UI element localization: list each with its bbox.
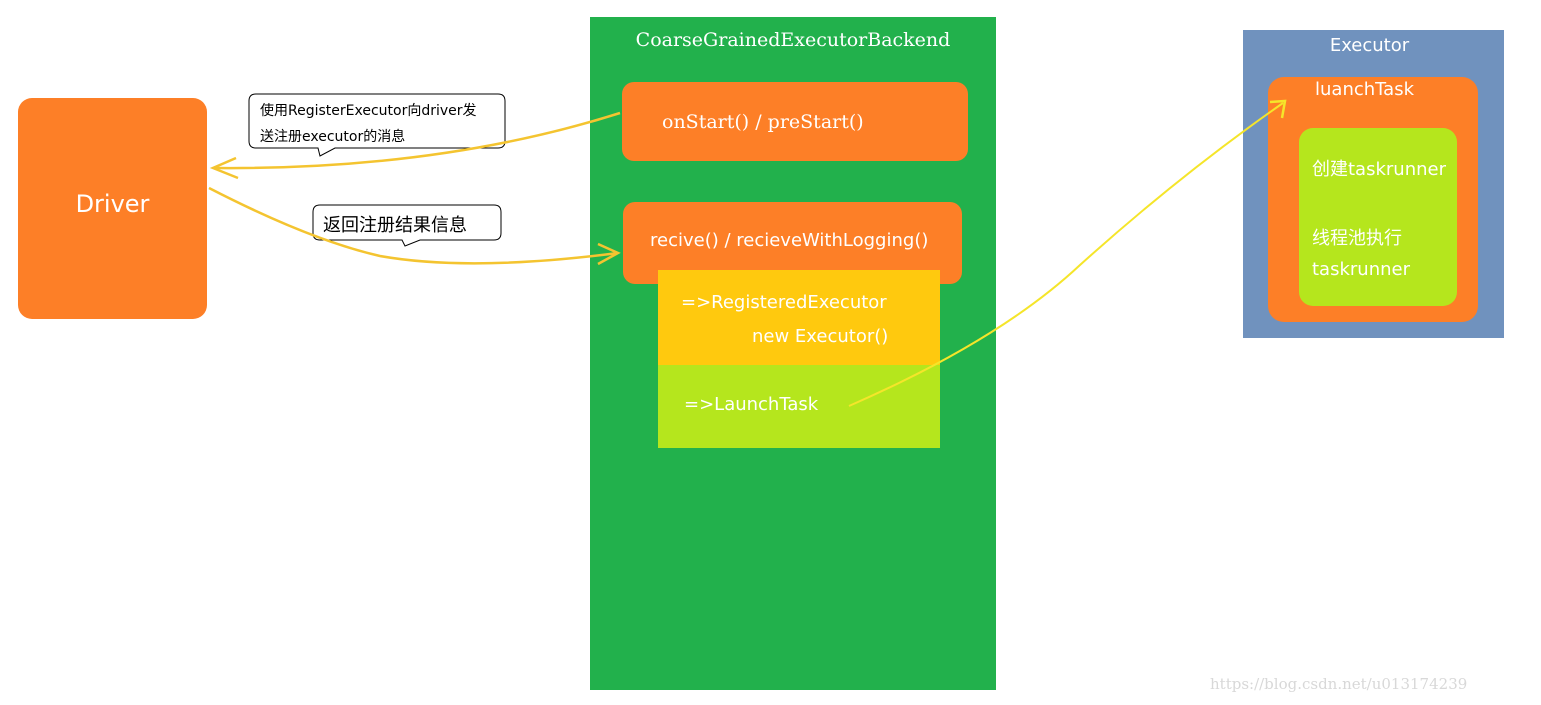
arrow-launch-head [1269,99,1287,119]
registered-executor-box: =>RegisteredExecutor new Executor() [658,270,940,365]
driver-label: Driver [75,189,150,218]
result-callout-label: 返回注册结果信息 [323,215,467,236]
arrow-register-to-driver [214,111,621,170]
luanch-task-title: luanchTask [1315,79,1414,100]
new-executor-label: new Executor() [752,326,889,347]
create-taskrunner-label: 创建taskrunner [1312,159,1446,180]
arrow-register-head [209,156,239,180]
watermark: https://blog.csdn.net/u013174239 [1210,675,1468,693]
taskrunner-box: 创建taskrunner 线程池执行 taskrunner [1299,128,1457,306]
launch-task-label: =>LaunchTask [684,394,819,415]
backend-title: CoarseGrainedExecutorBackend [635,29,951,51]
taskrunner-label: taskrunner [1312,259,1410,280]
executor-title: Executor [1329,35,1410,56]
register-callout: 使用RegisterExecutor向driver发 送注册executor的消… [260,98,477,150]
register-callout-line2: 送注册executor的消息 [260,129,406,145]
arrow-result-to-backend [208,186,619,265]
register-callout-bubble [248,93,506,157]
result-callout-bubble [312,204,502,247]
receive-label: recive() / recieveWithLogging() [650,230,929,251]
arrow-launch-to-executor [848,102,1284,407]
register-callout-line1: 使用RegisterExecutor向driver发 [260,103,477,119]
launch-task-box: =>LaunchTask [658,365,940,448]
onstart-label: onStart() / preStart() [662,110,864,133]
registered-executor-label: =>RegisteredExecutor [681,292,887,313]
thread-pool-label: 线程池执行 [1312,228,1402,249]
onstart-box: onStart() / preStart() [622,82,968,161]
arrow-result-head [597,242,621,266]
driver-box: Driver [18,98,207,319]
